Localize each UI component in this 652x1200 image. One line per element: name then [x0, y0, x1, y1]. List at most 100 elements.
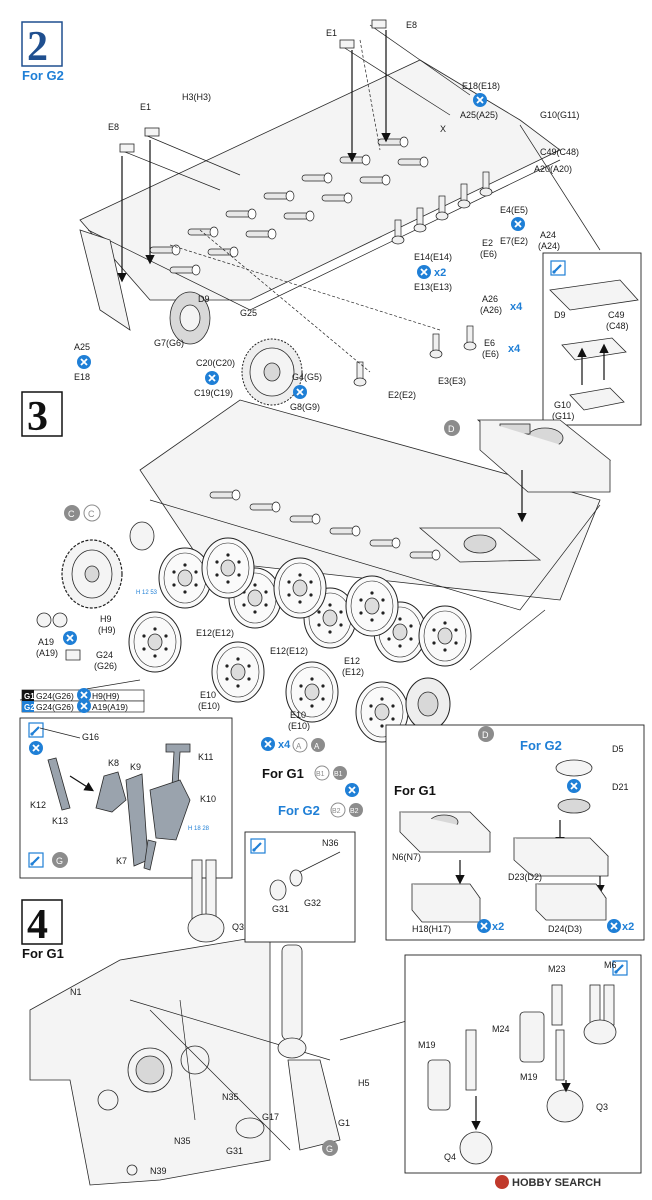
- label-K8: K8: [108, 758, 119, 768]
- label-E1: E1: [326, 28, 337, 38]
- label-x2-b: x2: [492, 921, 504, 933]
- inset-d9-c49: D9 C49 (C48) G10 (G11): [542, 252, 642, 426]
- label-H5: H5: [358, 1078, 370, 1088]
- label-G32: G32: [304, 898, 321, 908]
- label-K9: K9: [130, 762, 141, 772]
- label-M6: M6: [604, 960, 617, 970]
- label-E12-E12-b: E12(E12): [270, 646, 308, 656]
- label-A24: A24: [540, 230, 556, 240]
- label-G16: G16: [82, 732, 99, 742]
- label-D23-D2: D23(D2): [508, 872, 542, 882]
- label-E8: E8: [406, 20, 417, 30]
- label-E12-paren: (E12): [342, 667, 364, 677]
- inset-label-D9: D9: [554, 310, 566, 320]
- badge-G-b: G: [326, 1144, 333, 1154]
- label-G17: G17: [262, 1112, 279, 1122]
- badge-D-inset: D: [482, 730, 489, 740]
- svg-text:D: D: [448, 424, 455, 434]
- label-Q4: Q4: [444, 1152, 456, 1162]
- label-M19-b: M19: [520, 1072, 538, 1082]
- label-G25: G25: [240, 308, 257, 318]
- label-D5: D5: [612, 744, 624, 754]
- badge-A-outline: A: [296, 742, 302, 751]
- label-x4-b: x4: [508, 343, 521, 355]
- label-A19-paren: (A19): [36, 648, 58, 658]
- label-N6-N7: N6(N7): [392, 852, 421, 862]
- label-X: X: [440, 124, 446, 134]
- label-x2: x2: [434, 267, 446, 279]
- label-E12-E12-a: E12(E12): [196, 628, 234, 638]
- label-E7-E2: E7(E2): [500, 236, 528, 246]
- label-E1-b: E1: [140, 102, 151, 112]
- hobbysearch-logo-icon: [495, 1175, 509, 1189]
- step-2-number: 2: [27, 24, 48, 70]
- label-G26-paren: (G26): [94, 661, 117, 671]
- label-E6-paren-b: (E6): [482, 349, 499, 359]
- inset-engine-deck: D For G2 For G1 D5 D21 N6(N7) D23(D2) H1…: [385, 724, 645, 941]
- label-E18-E18: E18(E18): [462, 81, 500, 91]
- label-E14-E14: E14(E14): [414, 252, 452, 262]
- label-G24: G24: [96, 650, 113, 660]
- label-A26-paren: (A26): [480, 305, 502, 315]
- label-A26: A26: [482, 294, 498, 304]
- label-for-G2-inset: For G2: [520, 738, 562, 753]
- label-E8-b: E8: [108, 122, 119, 132]
- label-C20-C20: C20(C20): [196, 358, 235, 368]
- badge-B2-filled: B2: [350, 808, 359, 815]
- label-A24-paren: (A24): [538, 241, 560, 251]
- label-M23: M23: [548, 964, 566, 974]
- label-E6: E6: [484, 338, 495, 348]
- label-E2: E2: [482, 238, 493, 248]
- label-E6-paren: (E6): [480, 249, 497, 259]
- label-E4-E5: E4(E5): [500, 205, 528, 215]
- label-E18: E18: [74, 372, 90, 382]
- label-D24-D3: D24(D3): [548, 924, 582, 934]
- label-Q3-b: Q3: [596, 1102, 608, 1112]
- label-A20-A20: A20(A20): [534, 164, 572, 174]
- label-E10-paren-b: (E10): [288, 721, 310, 731]
- label-N36: N36: [322, 838, 339, 848]
- label-G7-G6: G7(G6): [154, 338, 184, 348]
- variant-legend: G1 G2 G24(G26) H9(H9) G24(G26) A19(A19): [21, 687, 145, 714]
- step-4: 4 For G1 N36 G31 G32 Q3 N1 H5 G17: [21, 831, 411, 1186]
- legend-tag-G2: G2: [24, 703, 35, 712]
- label-for-G1-inset: For G1: [394, 783, 436, 798]
- svg-text:C: C: [88, 509, 95, 519]
- label-E10-b: E10: [290, 710, 306, 720]
- legend-tag-G1: G1: [24, 692, 35, 701]
- badge-A-filled: A: [314, 742, 320, 751]
- badge-B2-outline: B2: [332, 808, 341, 815]
- label-K12: K12: [30, 800, 46, 810]
- legend-G2-part-1: G24(G26): [36, 702, 74, 712]
- exhaust-pipe-Q3: [187, 859, 225, 943]
- inset-label-G10: G10: [554, 400, 571, 410]
- label-C49-C48: C49(C48): [540, 147, 579, 157]
- label-G8-G9: G8(G9): [290, 402, 320, 412]
- label-K7: K7: [116, 856, 127, 866]
- label-N39: N39: [150, 1166, 167, 1176]
- step-4-variant: For G1: [22, 946, 64, 961]
- badge-C: C C: [64, 504, 101, 522]
- label-for-G2: For G2: [278, 803, 320, 818]
- step-2-variant: For G2: [22, 68, 64, 83]
- label-x4-c: x4: [278, 739, 291, 751]
- label-x2-c: x2: [622, 921, 634, 933]
- label-K10: K10: [200, 794, 216, 804]
- step-2: 2 For G2: [21, 19, 601, 412]
- inset-k-parts: G16 K11 K8 K9 K12 K13 K10 K7 H 18 28 G: [19, 717, 233, 879]
- label-H9: H9: [100, 614, 112, 624]
- label-E3-E3: E3(E3): [438, 376, 466, 386]
- svg-text:C: C: [68, 509, 75, 519]
- label-H9-paren: (H9): [98, 625, 116, 635]
- label-A25: A25: [74, 342, 90, 352]
- label-A25-A25: A25(A25): [460, 110, 498, 120]
- label-K11: K11: [198, 752, 213, 762]
- label-D21: D21: [612, 782, 629, 792]
- label-M19-a: M19: [418, 1040, 436, 1050]
- drive-sprocket: [61, 539, 123, 609]
- step-3-number: 3: [27, 394, 48, 440]
- label-G4-G5: G4(G5): [292, 372, 322, 382]
- step-3: 3: [19, 391, 612, 818]
- step-4-number: 4: [27, 902, 48, 948]
